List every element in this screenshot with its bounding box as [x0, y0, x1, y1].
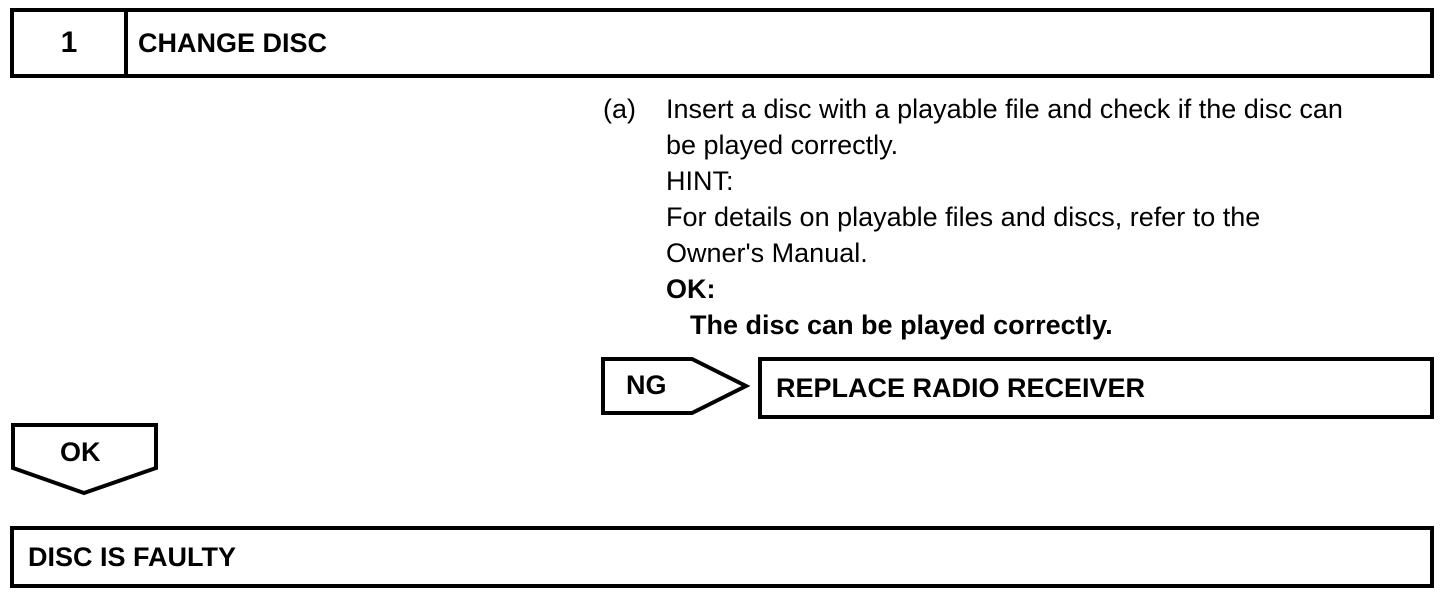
hint-label: HINT: [666, 166, 734, 196]
ok-tag-label: OK [60, 437, 101, 467]
ng-result-text: REPLACE RADIO RECEIVER [776, 372, 1146, 403]
step-header: 1 CHANGE DISC [10, 8, 1434, 78]
substep-label: (a) [603, 94, 636, 124]
ok-arrow-icon [11, 423, 158, 496]
ok-result-text: DISC IS FAULTY [28, 541, 237, 572]
hint-line-1: For details on playable files and discs,… [666, 202, 1261, 232]
step-title: CHANGE DISC [138, 27, 328, 58]
instruction-line-2: be played correctly. [666, 130, 899, 160]
hint-line-2: Owner's Manual. [666, 238, 868, 268]
ng-arrow-icon [601, 357, 751, 415]
ok-result-box: DISC IS FAULTY [10, 526, 1434, 588]
ng-tag-label: NG [626, 370, 667, 400]
ok-criteria-label: OK: [666, 274, 716, 304]
substep-body: Insert a disc with a playable file and c… [666, 91, 1436, 343]
step-number: 1 [14, 12, 128, 74]
ng-result-box: REPLACE RADIO RECEIVER [758, 357, 1434, 419]
instruction-line-1: Insert a disc with a playable file and c… [666, 94, 1343, 124]
ok-criteria-text: The disc can be played correctly. [690, 310, 1113, 340]
